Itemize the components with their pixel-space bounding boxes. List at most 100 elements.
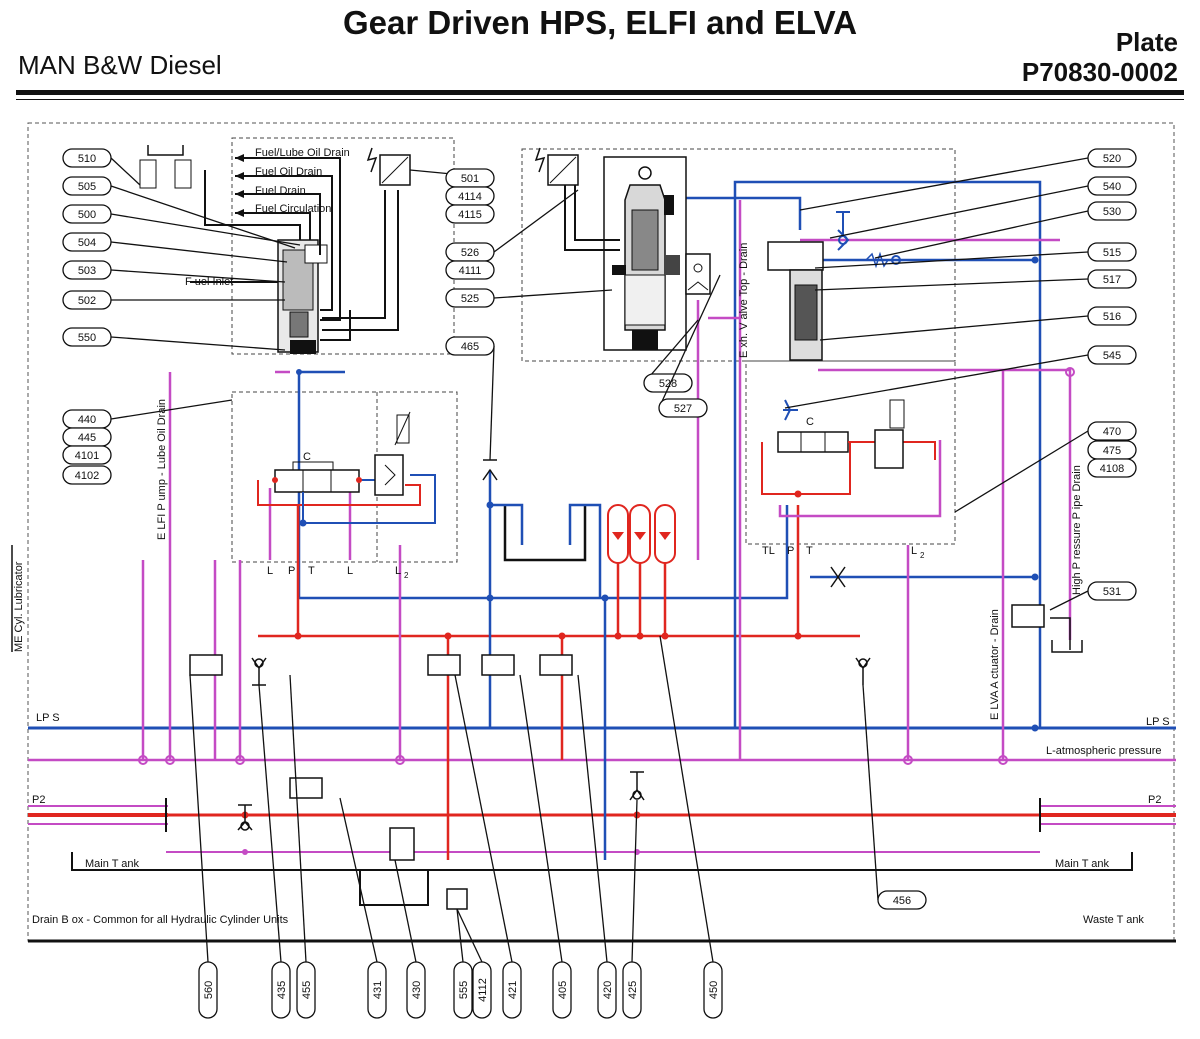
callout-label-465: 465 [461,341,479,353]
p2-right-label: P2 [1148,794,1161,806]
waste-tank-label: Waste T ank [1083,914,1144,926]
callout-leader [799,157,1089,211]
callout-bubble [1087,581,1137,601]
elva-port-l2: L [911,545,917,557]
callout-leader [110,399,233,420]
callout-leader [874,210,1089,259]
callout-bubble [472,961,492,1019]
callout-label-430: 430 [411,981,423,999]
labels: LP S LP S L-atmospheric pressure P2 P2 M… [13,147,1170,926]
lower-valves [189,604,1083,910]
callout-leader [577,674,608,963]
accumulators [607,504,676,564]
callout-leader [110,241,288,263]
check-valves [237,459,871,831]
company-name: MAN B&W Diesel [18,50,222,80]
fuel-oil-drain-label: Fuel Oil Drain [255,166,322,178]
drain-box-label: Drain B ox - Common for all Hydraulic Cy… [32,914,289,926]
callout-label-503: 503 [78,265,96,277]
callout-bubble [1087,242,1137,262]
callout-leader [493,289,613,299]
callout-leader [456,908,464,963]
callout-label-500: 500 [78,209,96,221]
callout-leader [110,157,141,186]
callout-leader [456,908,483,963]
callout-leader [110,336,286,351]
callout-bubble [406,961,426,1019]
callout-bubble [453,961,473,1019]
callout-label-425: 425 [627,981,639,999]
callout-label-475: 475 [1103,445,1121,457]
lps-right-label: LP S [1146,716,1170,728]
callout-leader [954,430,1089,513]
exh-valve-drain-label: E xh. V alve Top - Drain [738,243,750,358]
callout-leader [659,635,714,963]
callout-label-528: 528 [659,378,677,390]
elfi-port-l2: L [347,565,353,577]
callout-bubble [622,961,642,1019]
callout-leader [814,278,1089,291]
elva-actuator [767,211,901,361]
elva-actuator-drain-label: E LVA A ctuator - Drain [989,609,1001,720]
callout-leader [339,797,378,963]
plate-label: Plate [1115,27,1178,57]
callout-label-455: 455 [301,981,313,999]
main-tank-right-label: Main T ank [1055,858,1110,870]
callout-label-4108: 4108 [1100,463,1124,475]
callout-label-421: 421 [507,981,519,999]
callout-bubble [1087,269,1137,289]
elva-port-t: T [806,545,813,557]
elfi-valve-box [231,391,458,563]
header-rule [16,90,1184,95]
callout-label-470: 470 [1103,426,1121,438]
callout-bubble [198,961,218,1019]
callout-leader [784,354,1089,409]
elva-port-p: P [787,545,794,557]
callout-label-550: 550 [78,332,96,344]
callout-bubble [367,961,387,1019]
me-cyl-lubricator-label: ME Cyl. Lubricator [13,561,25,652]
fuel-inlet-label: F uel Inlet [185,276,233,288]
callout-leader [489,345,495,461]
callout-label-501: 501 [461,173,479,185]
callout-leader [454,674,513,963]
exhaust-valve-box [521,148,956,362]
l-atm-label: L-atmospheric pressure [1046,745,1162,757]
callout-leader [110,185,296,249]
callout-label-440: 440 [78,414,96,426]
callout-bubble [62,232,112,252]
callout-label-405: 405 [557,981,569,999]
callout-label-531: 531 [1103,586,1121,598]
callout-label-431: 431 [372,981,384,999]
callout-leader [658,274,721,409]
callout-bubble [62,445,112,465]
callout-leader [394,859,417,963]
callout-label-504: 504 [78,237,96,249]
callout-leader [814,251,1089,269]
callout-bubble [877,890,927,910]
page-title: Gear Driven HPS, ELFI and ELVA [342,4,858,41]
callout-bubble [62,260,112,280]
callout-bubble [445,288,495,308]
callout-bubble [552,961,572,1019]
callout-leader [289,674,307,963]
elfi-port-l2b: L [395,565,401,577]
callout-label-545: 545 [1103,350,1121,362]
plate-number: P70830-0002 [1021,57,1178,87]
callout-leader [519,674,563,963]
callout-leader [1049,590,1089,611]
callout-label-445: 445 [78,432,96,444]
callout-bubble [1087,421,1137,441]
callout-leader [829,185,1089,239]
fuel-drain-label: Fuel Drain [255,185,306,197]
callout-label-420: 420 [602,981,614,999]
callout-label-450: 450 [708,981,720,999]
callout-leader [493,189,579,253]
callout-label-517: 517 [1103,274,1121,286]
callout-bubble [62,148,112,168]
exhaust-valve-assembly [534,147,711,351]
elfi-port-l2b-sub: 2 [404,571,409,580]
callout-label-516: 516 [1103,311,1121,323]
callout-label-560: 560 [203,981,215,999]
callout-leader [631,799,638,963]
